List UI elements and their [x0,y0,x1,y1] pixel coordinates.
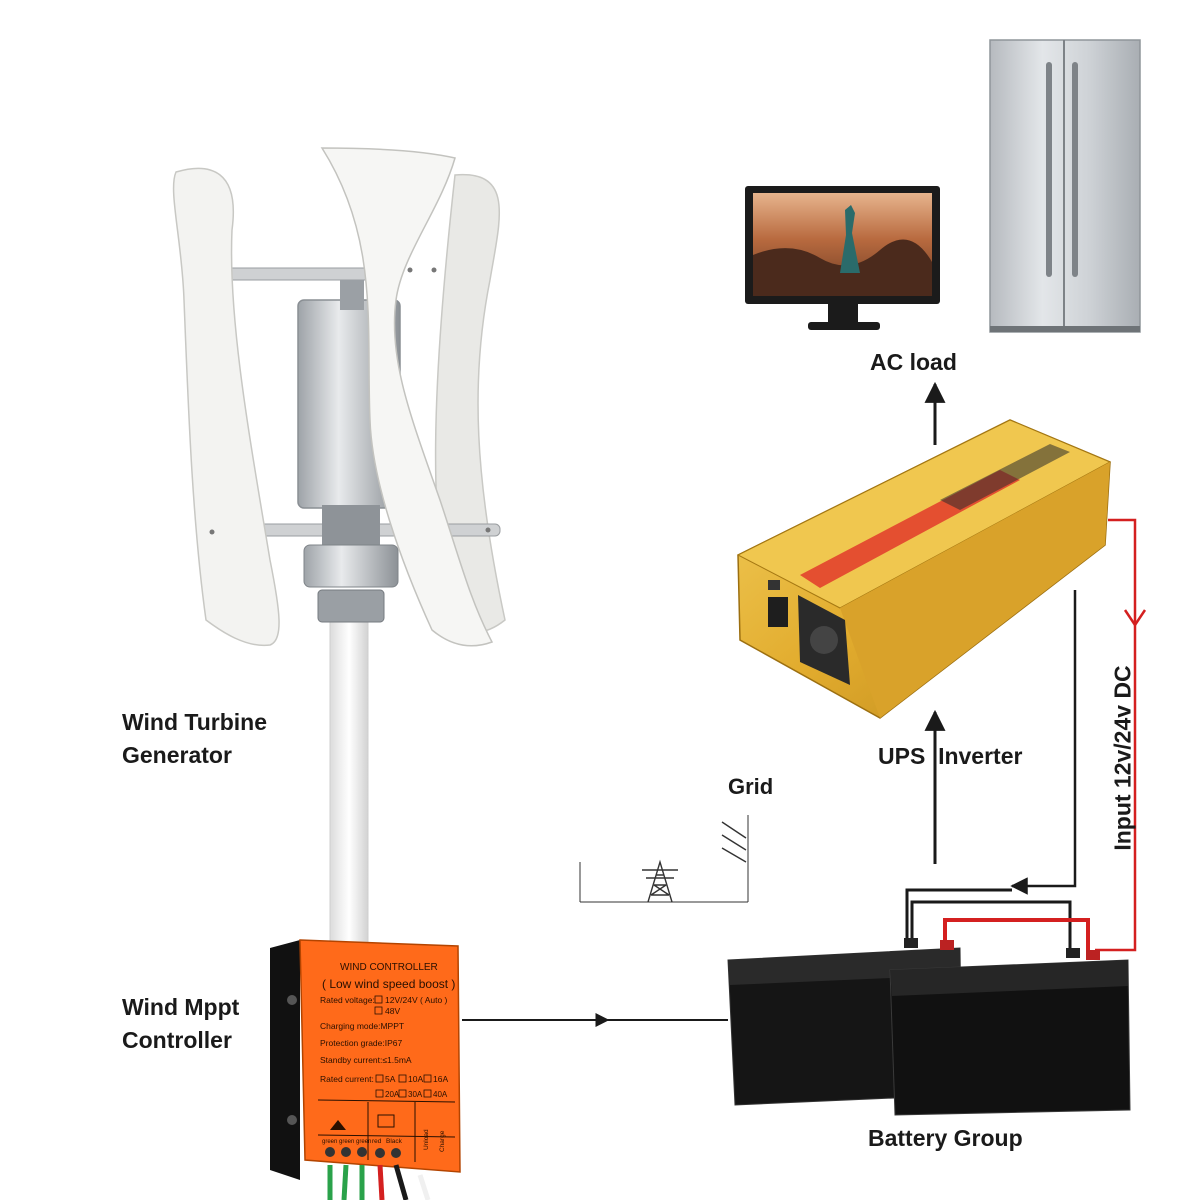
input-dc-label: Input 12v/24v DC [1109,665,1136,851]
wind-turbine-icon [172,147,506,956]
controller-terminal-charge: Charge [439,1130,446,1152]
wind-mppt-controller-label: Wind Mppt Controller [122,994,240,1054]
controller-cur-16: 16A [433,1074,448,1084]
controller-protection: Protection grade:IP67 [320,1038,402,1048]
controller-wires [327,1164,431,1200]
fridge-icon [989,39,1141,333]
controller-charging-mode: Charging mode:MPPT [320,1021,404,1031]
controller-terminals [325,1147,401,1158]
controller-v-auto: 12V/24V ( Auto ) [385,995,448,1005]
monitor-icon [745,186,940,330]
controller-cur-10: 10A [408,1074,423,1084]
controller-cur-5: 5A [385,1074,396,1084]
controller-cur-20: 20A [385,1090,400,1099]
controller-terminal-unload: Unload [423,1129,430,1150]
controller-terminal-black: Black [386,1138,403,1145]
controller-subtitle: ( Low wind speed boost ) [322,977,455,991]
wind-turbine-generator-label: Wind Turbine Generator [122,709,268,769]
controller-title: WIND CONTROLLER [340,962,438,973]
grid-label: Grid [728,774,774,799]
wiring [462,381,1147,1027]
ac-load-label: AC load [870,349,957,375]
controller-cur-30: 30A [408,1090,423,1099]
battery-group-label: Battery Group [868,1125,1023,1151]
inverter-icon [736,419,1112,719]
controller-rated-voltage: Rated voltage: [320,995,375,1005]
controller-rated-current: Rated current: [320,1074,374,1084]
controller-v-48: 48V [385,1006,400,1016]
controller-terminal-green: green green green [322,1139,371,1145]
controller-terminal-red: red [372,1138,382,1145]
controller-cur-40: 40A [433,1090,448,1099]
power-pylon-icon [579,815,749,903]
battery-icon [727,938,1131,1116]
controller-standby: Standby current:≤1.5mA [320,1055,412,1065]
controller-icon: WIND CONTROLLER ( Low wind speed boost )… [270,939,461,1200]
ups-inverter-label: UPS Inverter [878,743,1023,769]
